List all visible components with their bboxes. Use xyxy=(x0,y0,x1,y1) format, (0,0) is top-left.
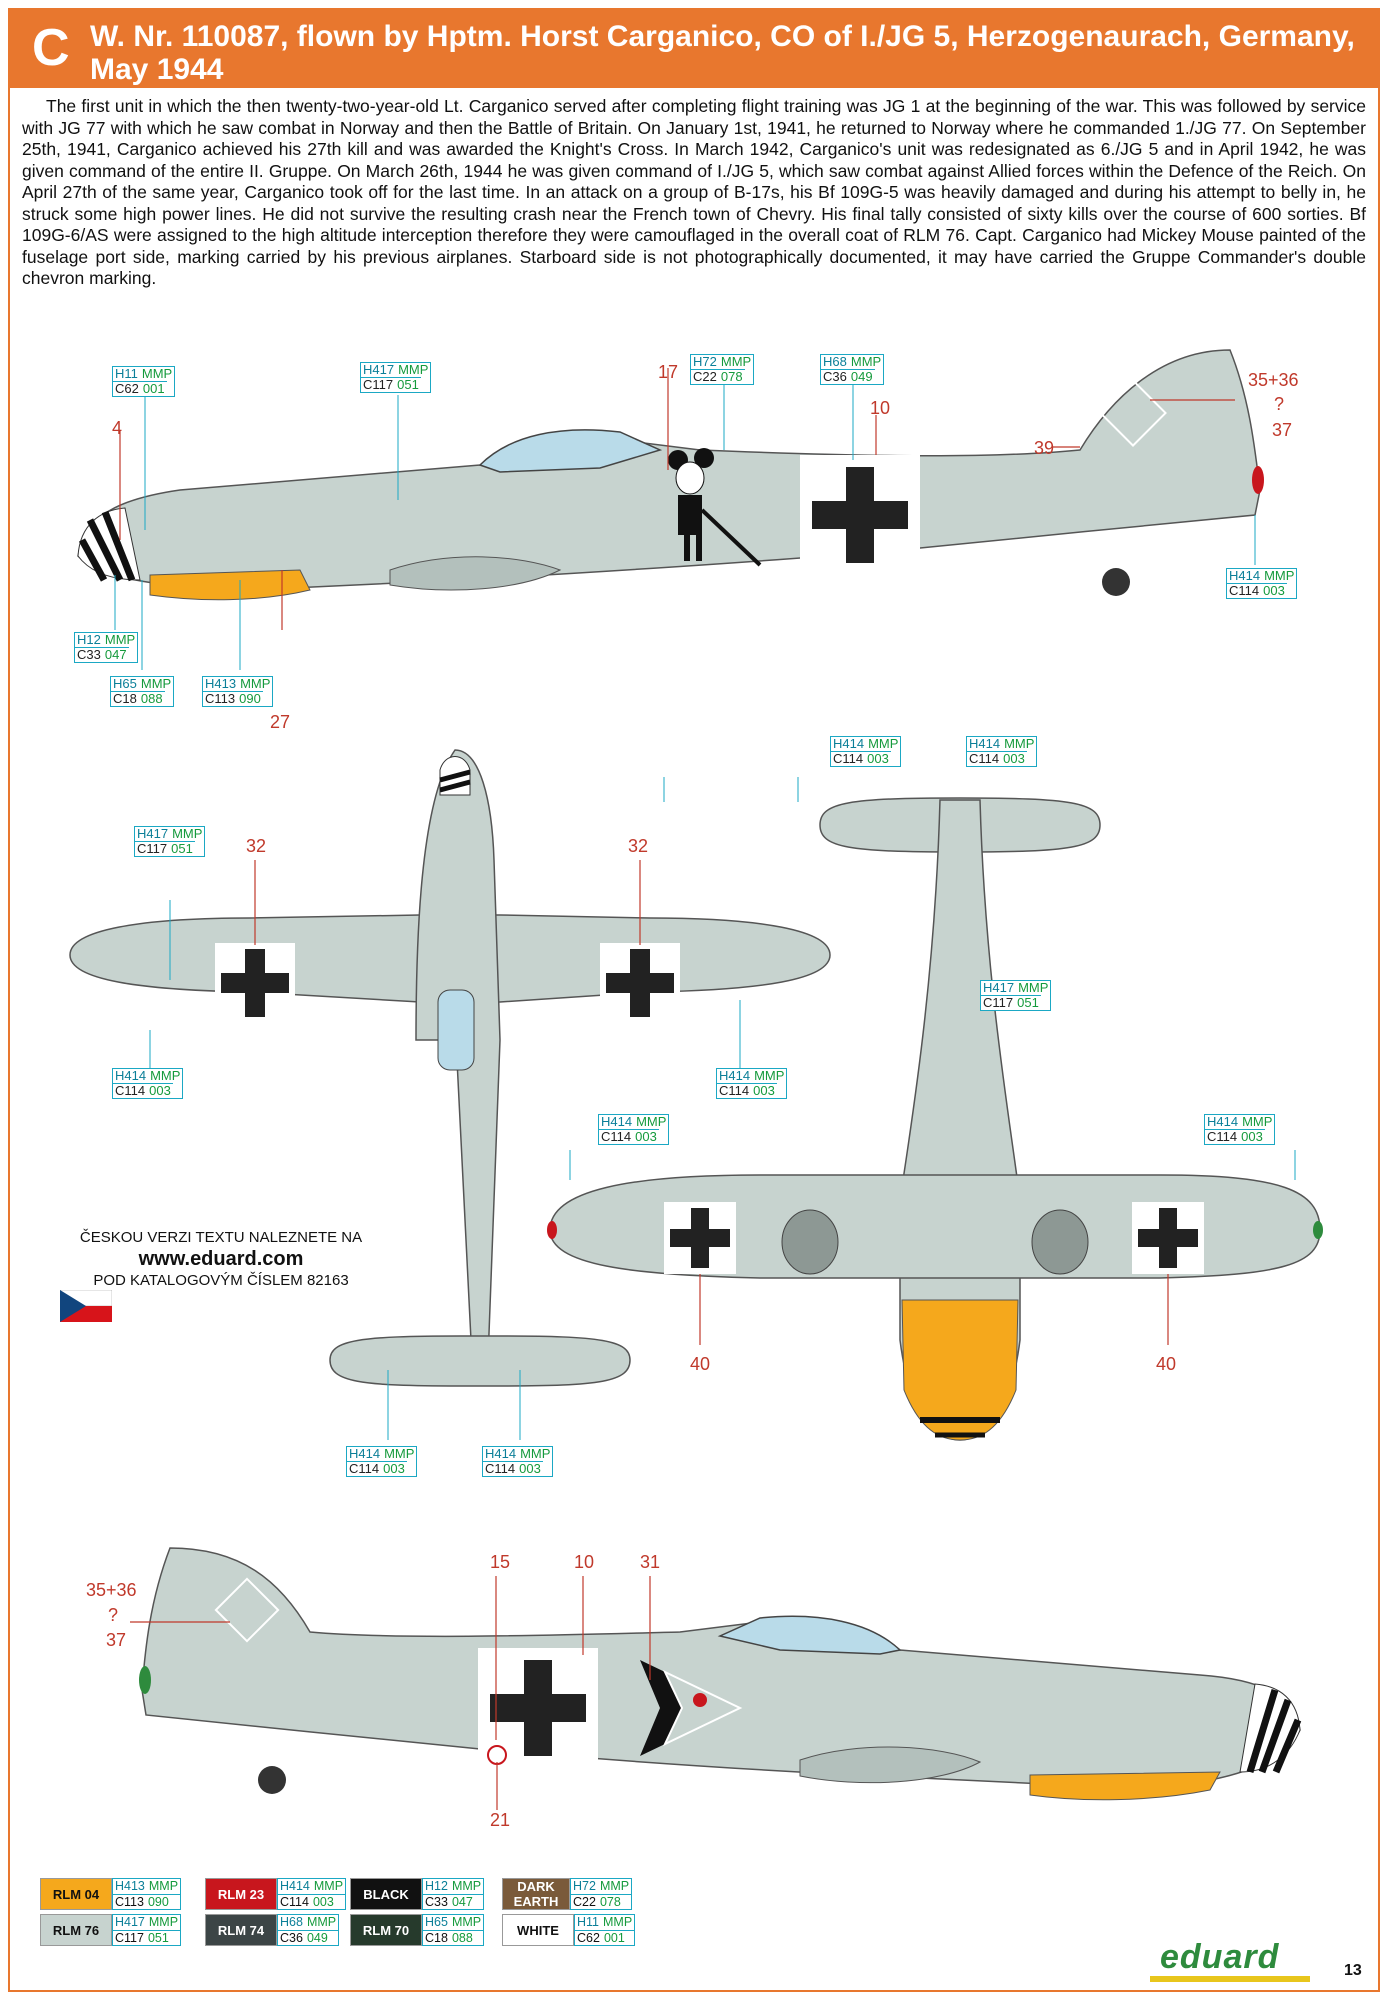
marking-number: 37 xyxy=(106,1630,127,1650)
profile-header: C W. Nr. 110087, flown by Hptm. Horst Ca… xyxy=(8,8,1380,88)
legend-swatch: RLM 70 xyxy=(350,1914,422,1946)
marking-number: 10 xyxy=(870,398,891,418)
page-number: 13 xyxy=(1344,1962,1362,1979)
legend-swatch: WHITE xyxy=(502,1914,574,1946)
marking-number: 27 xyxy=(270,712,291,732)
balkenkreuz-bottom-left xyxy=(664,1202,736,1274)
marking-number: 32 xyxy=(246,836,267,856)
marking-number: 4 xyxy=(112,418,123,438)
marking-number: ? xyxy=(108,1605,119,1625)
marking-number: 10 xyxy=(574,1552,595,1572)
marking-number: 39 xyxy=(1034,438,1055,458)
marking-number: 35+36 xyxy=(1248,370,1299,390)
profile-letter: C xyxy=(32,19,70,77)
legend-swatch: BLACK xyxy=(350,1878,422,1910)
starboard-side-drawing xyxy=(130,1547,1302,1810)
marking-number: 31 xyxy=(640,1552,661,1572)
port-side-drawing xyxy=(77,349,1264,670)
legend-swatch: RLM 74 xyxy=(205,1914,277,1946)
marking-number: 40 xyxy=(1156,1354,1177,1374)
marking-number: 17 xyxy=(658,362,679,382)
legend-swatch: DARK EARTH xyxy=(502,1878,570,1910)
czech-note: ČESKOU VERZI TEXTU NALEZNETE NA www.edua… xyxy=(56,1228,386,1290)
balkenkreuz-port xyxy=(800,455,920,575)
marking-number: 21 xyxy=(490,1810,511,1830)
logo-underline xyxy=(1150,1976,1310,1982)
legend-swatch: RLM 76 xyxy=(40,1914,112,1946)
marking-number: ? xyxy=(1274,394,1285,414)
eduard-link[interactable]: www.eduard.com xyxy=(138,1248,304,1270)
marking-number: 32 xyxy=(628,836,649,856)
yellow-cowl xyxy=(149,569,311,601)
marking-number: 40 xyxy=(690,1354,711,1374)
mickey-mouse-emblem xyxy=(668,448,762,567)
fuselage-shape xyxy=(77,349,1261,591)
marking-number: 35+36 xyxy=(86,1580,137,1600)
port-side-view xyxy=(0,340,1388,670)
balkenkreuz-top-right xyxy=(600,943,680,1023)
top-view-drawing xyxy=(69,749,831,1440)
czech-line2: POD KATALOGOVÝM ČÍSLEM 82163 xyxy=(93,1272,349,1289)
starboard-side-view xyxy=(0,1540,1388,1840)
marking-number: 15 xyxy=(490,1552,511,1572)
balkenkreuz-top-left xyxy=(215,943,295,1023)
intro-text: The first unit in which the then twenty-… xyxy=(22,96,1366,288)
eduard-logo: eduard xyxy=(1160,1938,1280,1976)
balkenkreuz-bottom-right xyxy=(1132,1202,1204,1274)
double-chevron-marking xyxy=(640,1660,743,1756)
czech-flag-icon xyxy=(60,1290,112,1322)
profile-title: W. Nr. 110087, flown by Hptm. Horst Carg… xyxy=(90,20,1355,86)
canopy-shape xyxy=(478,429,663,473)
czech-line1: ČESKOU VERZI TEXTU NALEZNETE NA xyxy=(79,1229,363,1246)
legend-swatch: RLM 04 xyxy=(40,1878,112,1910)
legend-swatch: RLM 23 xyxy=(205,1878,277,1910)
top-view xyxy=(0,740,860,1460)
starboard-fuselage xyxy=(141,1547,1301,1789)
marking-number: 37 xyxy=(1272,420,1293,440)
